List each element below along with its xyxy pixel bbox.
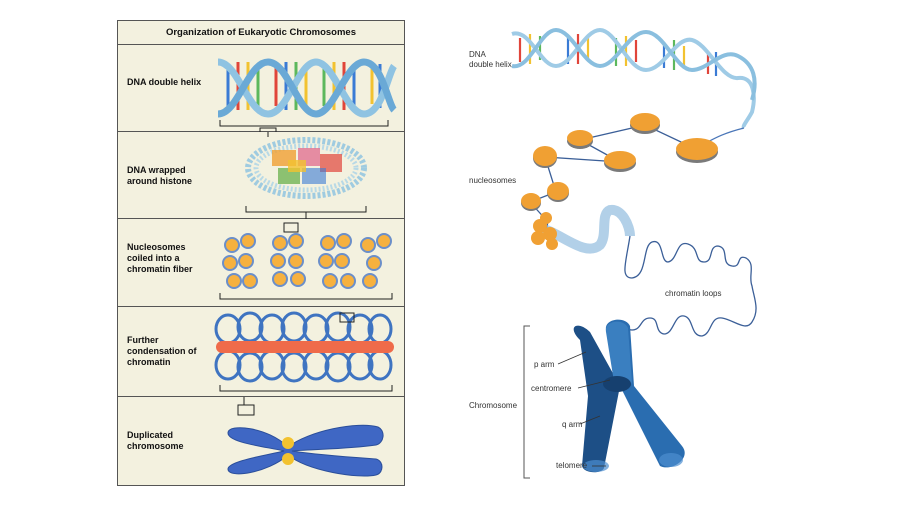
chromatin-fiber-illustration [219, 222, 393, 300]
table-row: Duplicated chromosome [118, 397, 404, 486]
histone-illustration [245, 132, 367, 219]
chromatin-loops-label: chromatin loops [665, 289, 722, 298]
chromosome-organization-table: Organization of Eukaryotic Chromosomes D… [117, 20, 405, 486]
table-row: DNA wrapped around histone [118, 132, 404, 219]
dna-double-helix-label: DNA double helix [469, 50, 512, 69]
centromere-label: centromere [531, 384, 572, 393]
table-row: Nucleosomes coiled into a chromatin fibe… [118, 219, 404, 307]
row-label: Nucleosomes coiled into a chromatin fibe… [127, 242, 193, 274]
dna-helix [511, 27, 757, 130]
row-label: DNA double helix [127, 77, 202, 87]
chromatin-fiber [531, 204, 635, 254]
chromosome [573, 319, 685, 473]
dna-helix-illustration [217, 58, 398, 132]
row-label: Further condensation of chromatin [127, 335, 197, 367]
table-row: Further condensation of chromatin [118, 307, 404, 397]
row-label: Duplicated chromosome [127, 430, 184, 451]
q-arm-label: q arm [562, 420, 583, 429]
condensed-chromatin-illustration [214, 311, 394, 392]
row-label: DNA wrapped around histone [127, 165, 192, 186]
duplicated-chromosome-illustration [227, 397, 384, 477]
p-arm-label: p arm [534, 360, 555, 369]
telomere-label: telomere [556, 461, 588, 470]
nucleosomes [521, 113, 718, 235]
table-title: Organization of Eukaryotic Chromosomes [118, 21, 404, 45]
chromosome-label: Chromosome [469, 401, 518, 410]
nucleosomes-label: nucleosomes [469, 176, 517, 185]
table-row: DNA double helix [118, 44, 404, 132]
